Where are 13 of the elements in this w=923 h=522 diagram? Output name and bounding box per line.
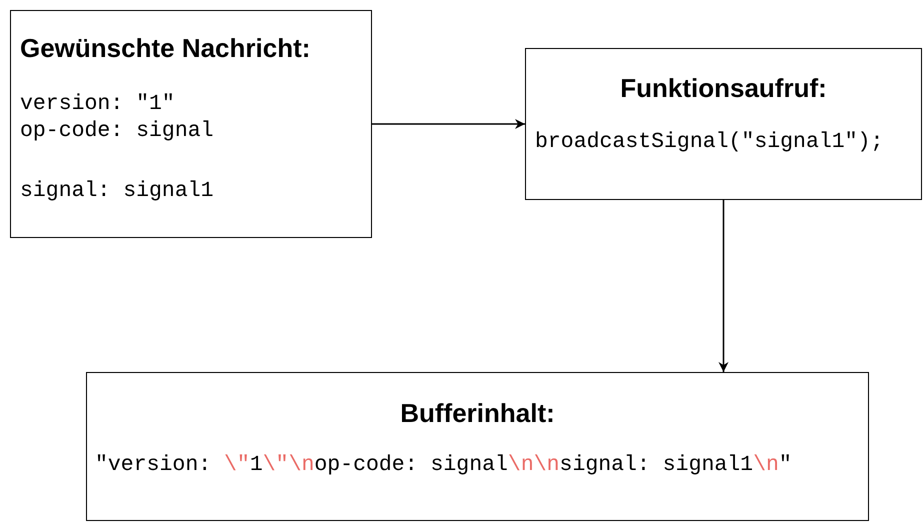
arrow [372, 119, 525, 129]
text-box [10, 10, 372, 238]
code-text: broadcastSignal("signal1"); [535, 129, 884, 155]
box-heading: Gewünschte Nachricht: [20, 33, 310, 63]
code-text: version: "1" [20, 91, 175, 117]
box-heading: Funktionsaufruf: [619, 73, 828, 103]
text-box [525, 48, 922, 200]
arrow [718, 200, 728, 372]
code-text: signal: signal1 [20, 178, 214, 204]
text-box [86, 372, 869, 521]
code-text: op-code: signal [20, 118, 214, 144]
code-text: "version: \"1\"\nop-code: signal\n\nsignal: signal1\n" [95, 452, 792, 478]
box-heading: Bufferinhalt: [399, 398, 556, 428]
